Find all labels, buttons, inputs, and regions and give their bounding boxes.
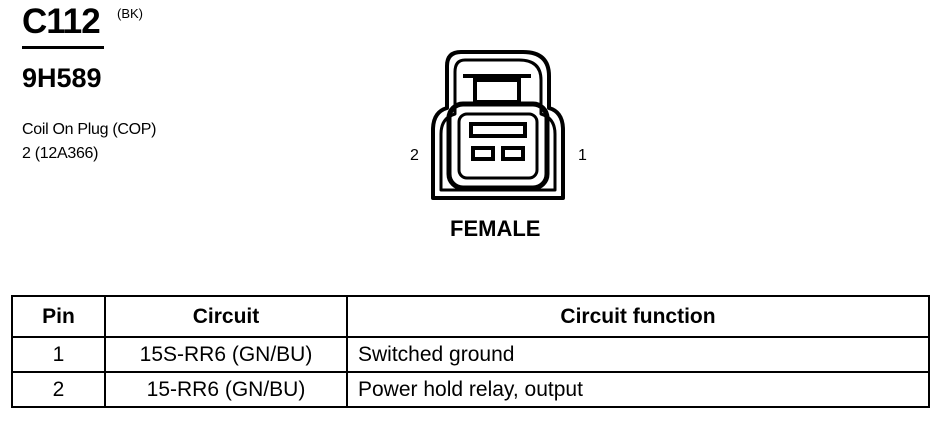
connector-description-part: 2 (12A366)	[22, 145, 99, 162]
pin-1-label: 1	[578, 147, 587, 164]
circuit-cell: 15-RR6 (GN/BU)	[104, 371, 348, 408]
column-header-circuit: Circuit	[104, 295, 348, 338]
column-header-pin: Pin	[11, 295, 106, 338]
pin-cell: 2	[11, 371, 106, 408]
pin-cell: 1	[11, 336, 106, 373]
table-header-row: Pin Circuit Circuit function	[11, 295, 930, 338]
function-cell: Switched ground	[346, 336, 930, 373]
pin-table: Pin Circuit Circuit function 1 15S-RR6 (…	[11, 295, 930, 408]
connector-color-code: (BK)	[117, 6, 143, 21]
part-number: 9H589	[22, 63, 102, 93]
table-row: 2 15-RR6 (GN/BU) Power hold relay, outpu…	[11, 371, 930, 408]
connector-id: C112	[22, 2, 101, 41]
connector-face-icon	[431, 50, 565, 200]
column-header-circuit-function: Circuit function	[346, 295, 930, 338]
circuit-cell: 15S-RR6 (GN/BU)	[104, 336, 348, 373]
pin-2-label: 2	[410, 147, 419, 164]
function-cell: Power hold relay, output	[346, 371, 930, 408]
table-row: 1 15S-RR6 (GN/BU) Switched ground	[11, 336, 930, 373]
connector-description: Coil On Plug (COP)	[22, 121, 157, 138]
title-underline	[22, 46, 104, 49]
connector-gender-label: FEMALE	[450, 216, 541, 241]
